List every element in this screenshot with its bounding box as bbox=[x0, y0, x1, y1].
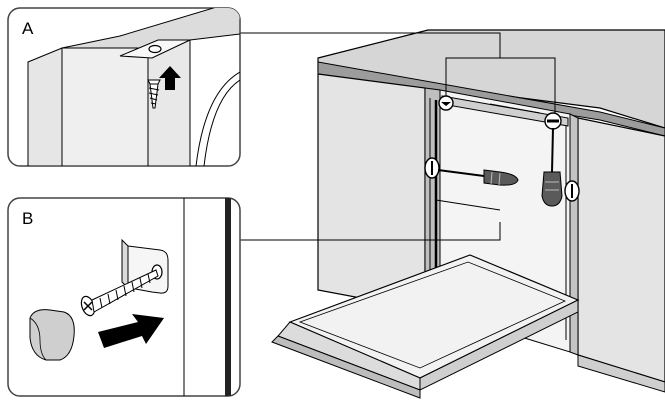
right-cabinet bbox=[569, 113, 665, 393]
screw-icon bbox=[80, 269, 159, 317]
side-screw-marker-left bbox=[424, 157, 440, 179]
arrow-right-icon bbox=[98, 314, 164, 348]
arrow-up-icon bbox=[159, 66, 181, 90]
detail-panel-a: A bbox=[7, 7, 241, 167]
detail-panel-b: B bbox=[7, 197, 241, 397]
main-scene bbox=[238, 29, 665, 399]
top-screw-marker-right bbox=[544, 112, 562, 130]
top-screw-marker-left bbox=[438, 95, 454, 111]
dishwasher-door-open bbox=[271, 254, 580, 399]
screwdriver-icon bbox=[437, 169, 519, 186]
cover-cap-icon bbox=[29, 309, 75, 361]
screw-icon bbox=[147, 79, 161, 109]
callout-lines bbox=[238, 32, 556, 241]
side-screw-marker-right bbox=[564, 180, 580, 202]
screwdriver-icon bbox=[541, 127, 563, 207]
panel-b-label: B bbox=[22, 209, 33, 228]
panel-a-label: A bbox=[22, 19, 34, 38]
